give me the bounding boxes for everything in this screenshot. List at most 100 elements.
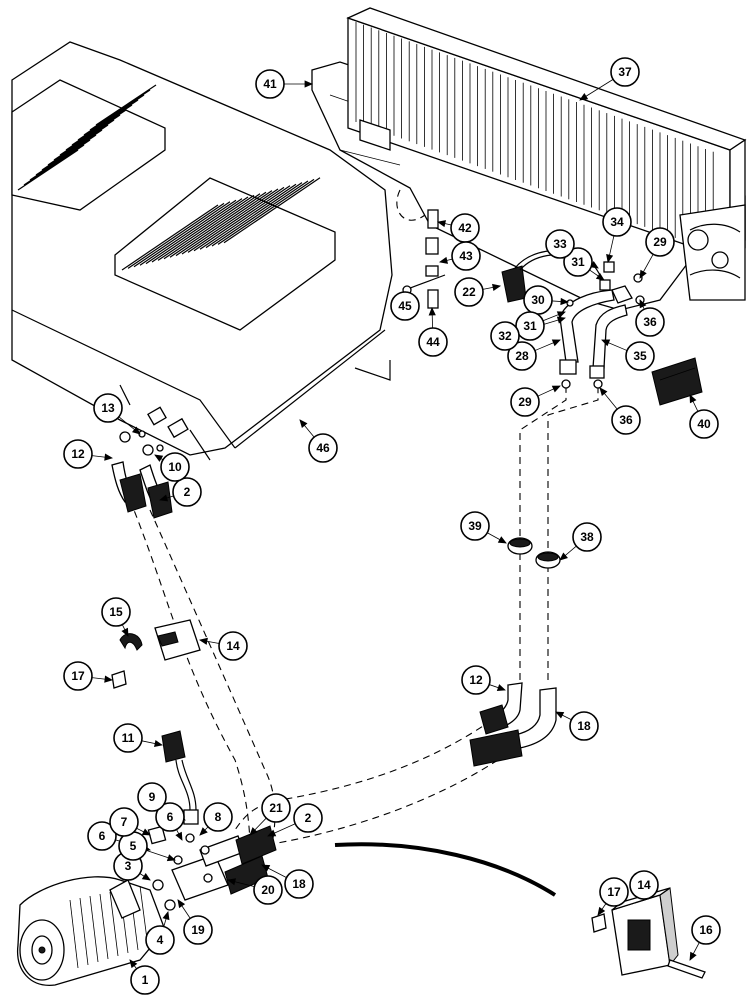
callout-circle — [645, 227, 675, 257]
callout-label: 15 — [109, 605, 123, 619]
callout-c29b: 29 — [510, 387, 540, 417]
callout-circle — [87, 821, 117, 851]
arrowhead-c42 — [437, 220, 447, 228]
callout-c41: 41 — [255, 69, 285, 99]
arrowhead-c38 — [559, 552, 568, 561]
bracket-14 — [591, 887, 706, 979]
callout-label: 38 — [580, 530, 594, 544]
callout-label: 18 — [577, 719, 591, 733]
callout-label: 41 — [263, 77, 277, 91]
callout-circle — [515, 311, 545, 341]
callout-label: 22 — [462, 285, 476, 299]
compressor-1 — [17, 876, 166, 986]
arrowhead-c20 — [227, 878, 237, 886]
arrowhead-c36b — [599, 387, 608, 397]
callout-label: 5 — [130, 839, 137, 853]
callout-label: 17 — [71, 669, 85, 683]
callout-label: 28 — [515, 349, 529, 363]
callout-c17b: 17 — [599, 877, 629, 907]
callout-c39: 39 — [460, 511, 490, 541]
arrowhead-c15 — [121, 627, 129, 637]
callout-label: 2 — [305, 811, 312, 825]
callout-label: 2 — [184, 485, 191, 499]
callout-label: 14 — [226, 639, 240, 653]
callout-c8: 8 — [203, 802, 233, 832]
arrowhead-c16 — [689, 951, 697, 961]
arrowhead-c14a — [199, 637, 208, 645]
arrowhead-c46 — [299, 419, 308, 429]
callout-circle — [635, 307, 665, 337]
arrowhead-c39 — [497, 536, 507, 544]
clamp-14-15 — [111, 619, 201, 689]
callout-c14b: 14 — [629, 870, 659, 900]
callout-circle — [689, 409, 719, 439]
callout-label: 9 — [149, 790, 156, 804]
callout-label: 17 — [607, 885, 621, 899]
arrowhead-c36a — [639, 299, 647, 309]
arrowhead-c1 — [129, 959, 138, 969]
arrowhead-c34 — [606, 253, 614, 263]
callout-c35: 35 — [625, 341, 655, 371]
callout-circle — [572, 522, 602, 552]
arrowhead-c32 — [556, 316, 566, 324]
callout-c7: 7 — [109, 807, 139, 837]
callout-label: 39 — [468, 519, 482, 533]
callout-c18b: 18 — [569, 711, 599, 741]
arrowhead-c19 — [177, 899, 186, 909]
callout-c45: 45 — [390, 291, 420, 321]
callout-circle — [490, 321, 520, 351]
callout-label: 1 — [142, 973, 149, 987]
callout-c10: 10 — [160, 452, 190, 482]
callout-label: 36 — [643, 315, 657, 329]
manifold — [147, 825, 277, 911]
callout-label: 18 — [292, 877, 306, 891]
callout-circle — [183, 915, 213, 945]
evaporator-core-37 — [311, 7, 747, 311]
callout-c17a: 17 — [63, 661, 93, 691]
arrowhead-c10 — [154, 454, 164, 462]
arrowhead-c30 — [560, 297, 570, 306]
hose-fittings-upper — [111, 430, 173, 519]
arrowhead-c17a — [104, 675, 114, 683]
callout-circle — [160, 452, 190, 482]
arrowhead-c6b — [175, 831, 183, 841]
callout-c40: 40 — [689, 409, 719, 439]
callout-c4: 4 — [145, 925, 175, 955]
callout-c43: 43 — [451, 241, 481, 271]
arrowhead-c22 — [492, 283, 501, 291]
callout-c33: 33 — [545, 229, 575, 259]
callout-c18a: 18 — [284, 869, 314, 899]
arrowhead-c12b — [496, 684, 506, 691]
callout-c12b: 12 — [461, 665, 491, 695]
callout-c9: 9 — [137, 782, 167, 812]
callout-circle — [460, 511, 490, 541]
arrowhead-c31b — [556, 311, 566, 319]
arrowhead-c29a — [639, 269, 647, 279]
callout-label: 40 — [697, 417, 711, 431]
callout-circle — [63, 439, 93, 469]
callout-c13: 13 — [93, 393, 123, 423]
callout-label: 16 — [699, 923, 713, 937]
callout-circle — [629, 870, 659, 900]
callout-label: 29 — [653, 235, 667, 249]
callout-c28: 28 — [507, 341, 537, 371]
arrowhead-c29b — [551, 385, 561, 393]
callout-c36b: 36 — [611, 405, 641, 435]
callout-c36a: 36 — [635, 307, 665, 337]
callout-label: 6 — [99, 829, 106, 843]
arrowhead-c11 — [154, 739, 163, 748]
arrowhead-c35 — [601, 339, 611, 347]
callout-c12a: 12 — [63, 439, 93, 469]
callout-label: 43 — [459, 249, 473, 263]
callout-circle — [461, 665, 491, 695]
callout-label: 45 — [398, 299, 412, 313]
callout-circle — [172, 477, 202, 507]
arrowhead-c44 — [428, 306, 436, 316]
callout-label: 31 — [523, 319, 537, 333]
callout-label: 13 — [101, 401, 115, 415]
arrowhead-c43 — [439, 256, 449, 264]
grommets — [507, 357, 703, 569]
callout-label: 30 — [531, 293, 545, 307]
callout-circle — [563, 247, 593, 277]
